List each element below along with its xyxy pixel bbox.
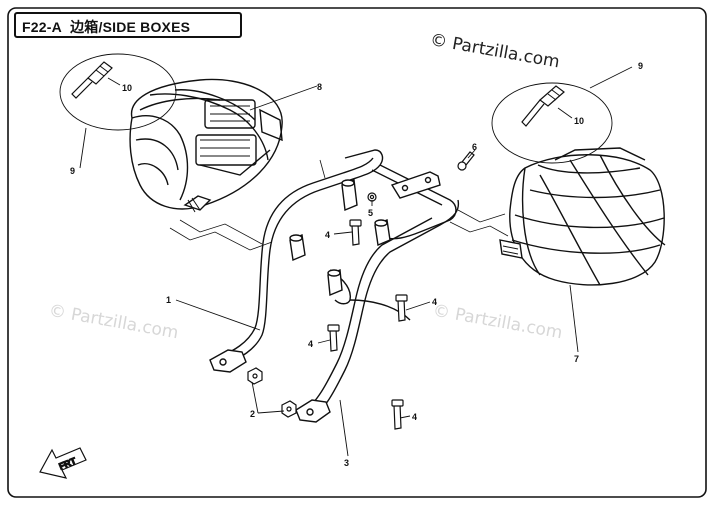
page-title: F22-A 边箱/SIDE BOXES	[22, 17, 190, 37]
title-name-en: /SIDE BOXES	[98, 19, 191, 35]
callout-10-left: 10	[122, 83, 132, 93]
right-side-box	[499, 147, 666, 286]
callout-2: 2	[250, 409, 255, 419]
callout-4a: 4	[325, 230, 330, 240]
callout-10-right: 10	[574, 116, 584, 126]
callout-9-right: 9	[638, 61, 643, 71]
bolts	[247, 151, 475, 430]
callout-5: 5	[368, 208, 373, 218]
title-name-cn: 边箱	[70, 19, 99, 35]
left-side-box	[129, 78, 283, 213]
title-code: F22-A	[22, 19, 62, 35]
callout-6: 6	[472, 142, 477, 152]
key-callout-right	[491, 82, 613, 164]
callout-8: 8	[317, 82, 322, 92]
callout-3: 3	[344, 458, 349, 468]
callout-4c: 4	[432, 297, 437, 307]
callout-4d: 4	[412, 412, 417, 422]
front-arrow-icon: FRT	[39, 447, 87, 479]
guide-lines	[169, 159, 509, 251]
callout-1: 1	[166, 295, 171, 305]
leader-lines	[79, 66, 633, 457]
title-box: F22-A 边箱/SIDE BOXES	[14, 12, 242, 38]
callout-9-left: 9	[70, 166, 75, 176]
callout-7: 7	[574, 354, 579, 364]
carrier-frame	[209, 149, 460, 423]
callout-4b: 4	[308, 339, 313, 349]
key-callout-left	[59, 53, 177, 131]
diagram-border	[7, 7, 707, 498]
callout-numbers: 1 2 3 4 4 4 4 5 6 7 8 9 9 10 10	[70, 61, 643, 468]
